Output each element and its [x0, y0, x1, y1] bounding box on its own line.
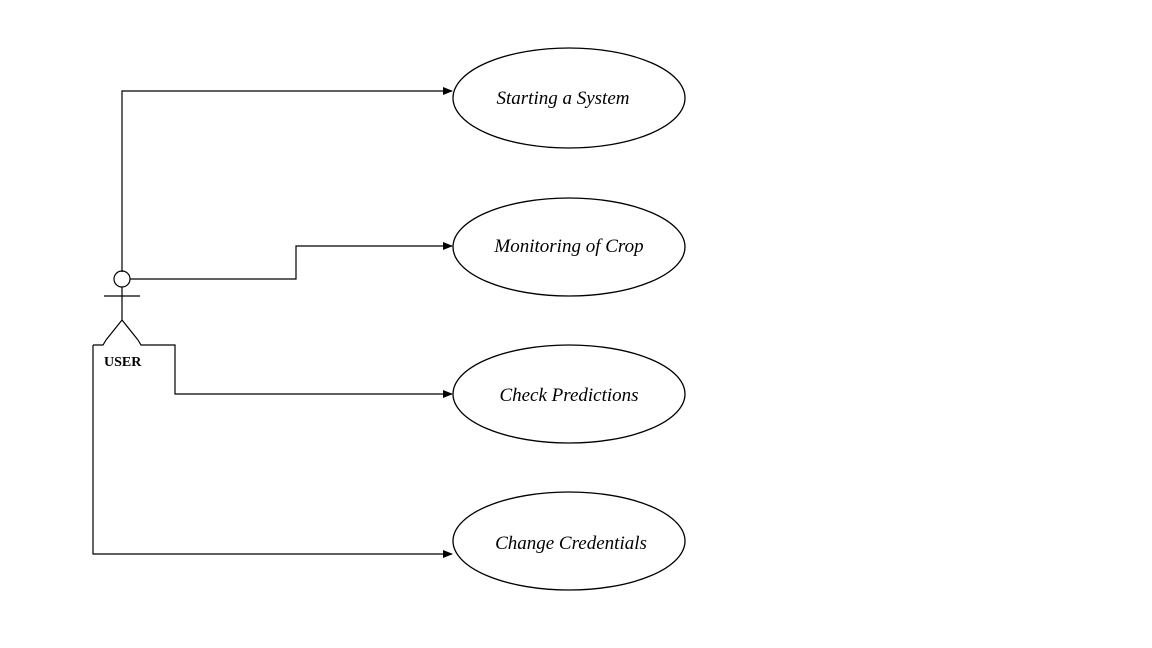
use-case-ellipse	[452, 197, 686, 297]
use-case-ellipse	[452, 344, 686, 444]
use-case-label: Check Predictions	[499, 385, 638, 406]
connector-monitoring-of-crop	[130, 242, 453, 280]
use-case-label: Change Credentials	[495, 533, 647, 554]
actor-legs	[105, 319, 139, 341]
actor-label: USER	[104, 355, 142, 370]
connector-starting-a-system	[121, 87, 453, 272]
actor-base	[93, 339, 156, 346]
actor-head	[113, 270, 131, 288]
use-case-label: Starting a System	[497, 88, 630, 109]
actor-user: USER	[93, 270, 156, 370]
connector-change-credentials	[92, 345, 453, 558]
use-case-change-credentials: Change Credentials	[452, 491, 686, 591]
use-case-ellipse	[452, 491, 686, 591]
use-case-check-predictions: Check Predictions	[452, 344, 686, 444]
connector-check-predictions	[156, 344, 453, 398]
use-case-ellipse	[452, 47, 686, 149]
use-case-monitoring-of-crop: Monitoring of Crop	[452, 197, 686, 297]
use-case-starting-a-system: Starting a System	[452, 47, 686, 149]
use-case-label: Monitoring of Crop	[493, 236, 643, 257]
